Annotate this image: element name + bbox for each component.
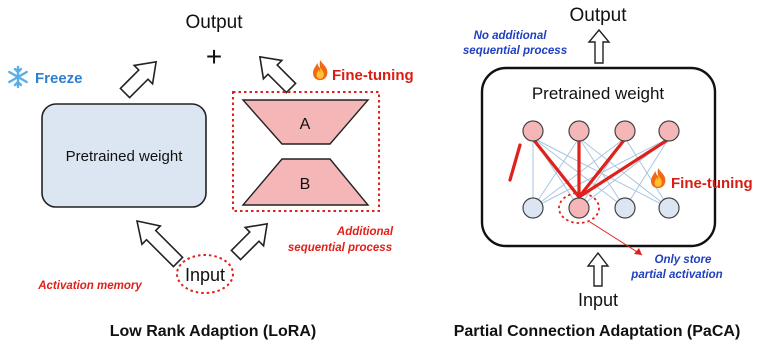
snowflake-icon xyxy=(8,65,28,89)
lora-pretrained-box xyxy=(41,103,207,208)
paca-node xyxy=(658,197,680,219)
lora-adapter-a xyxy=(241,99,370,145)
paca-top-nodes xyxy=(522,120,680,142)
paca-bottom-nodes xyxy=(522,197,680,219)
lora-additional-line1: Additional xyxy=(336,226,394,238)
lora-output-arrow-right xyxy=(258,55,297,94)
fire-icon xyxy=(313,60,328,81)
paca-no-additional-line1: No additional xyxy=(474,30,548,42)
lora-adapter-box xyxy=(232,91,380,212)
lora-input-label: Input xyxy=(185,265,225,285)
paca-faint-connections xyxy=(532,137,670,209)
paca-node xyxy=(522,197,544,219)
paca-input-label: Input xyxy=(578,290,618,310)
paca-only-store-line1: Only store xyxy=(655,254,712,266)
paca-input-arrow xyxy=(586,251,610,287)
lora-input-highlight xyxy=(176,254,234,294)
paca-finetune-label: Fine-tuning xyxy=(671,175,753,192)
lora-adapter-b xyxy=(241,158,370,206)
paca-node xyxy=(568,120,590,142)
lora-output-label: Output xyxy=(185,12,243,33)
lora-input-arrow-left xyxy=(135,219,184,268)
lora-plus-sign: + xyxy=(206,41,222,72)
lora-input-arrow-right xyxy=(230,222,269,261)
paca-pointer-head xyxy=(634,248,642,255)
paca-output-label: Output xyxy=(569,5,627,26)
paca-pretrained-label: Pretrained weight xyxy=(532,84,665,103)
paca-node xyxy=(614,120,636,142)
paca-caption: Partial Connection Adaptation (PaCA) xyxy=(454,323,741,340)
paca-pointer-line xyxy=(589,221,643,256)
paca-diagram: Output No additional sequential process … xyxy=(454,5,753,340)
paca-output-arrow xyxy=(587,28,611,64)
paca-finetuned-connections xyxy=(508,137,671,199)
lora-caption: Low Rank Adaption (LoRA) xyxy=(110,323,317,340)
lora-finetune-label: Fine-tuning xyxy=(332,67,414,84)
paca-no-additional-line2: sequential process xyxy=(463,45,567,57)
lora-freeze-label: Freeze xyxy=(35,70,83,87)
lora-adapter-a-label: A xyxy=(300,116,311,133)
lora-pretrained-label: Pretrained weight xyxy=(66,148,184,165)
paca-node xyxy=(522,120,544,142)
paca-node xyxy=(658,120,680,142)
paca-node-selected xyxy=(568,197,590,219)
paca-node xyxy=(614,197,636,219)
lora-output-arrow-left xyxy=(119,60,158,99)
paca-only-store-line2: partial activation xyxy=(630,269,722,281)
lora-diagram: Output + Freeze Pretrained weight Fine-t… xyxy=(8,12,414,340)
lora-adapter-b-label: B xyxy=(300,176,311,193)
paca-partial-highlight xyxy=(558,192,600,224)
lora-activation-memory: Activation memory xyxy=(37,280,142,292)
lora-additional-line2: sequential process xyxy=(288,242,392,254)
